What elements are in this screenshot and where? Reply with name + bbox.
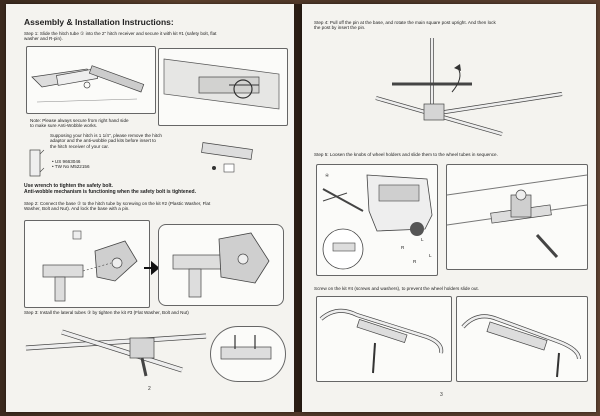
bolt-detail-drawing [220,335,272,360]
page-fold [294,4,302,412]
step3-text: Step 3: Install the lateral tubes ③ by t… [24,310,189,315]
wheel-holder-knob-drawing [446,174,588,259]
base-exploded-drawing [42,230,138,302]
r-pin-drawing [163,58,280,110]
screw-kit-text: Screw on the kit #4 (screws and washers)… [314,286,479,291]
screw-illustration-left [316,296,452,382]
step3-detail-circle [210,326,286,382]
screw-illustration-right [456,296,588,382]
wheel-holder-left-drawing [319,308,444,374]
supposing-text: Supposing your hitch is 1 1/4", please r… [50,133,162,149]
step5-text: Step 5: Loosen the knobs of wheel holder… [314,152,498,157]
label-l-second: L [429,253,432,258]
step1-illustration-hitch [26,46,156,114]
right-page: Step 4: Pull off the pin at the base, an… [302,4,596,412]
anti-wobble-pad-drawing [29,149,45,177]
step2-text: Step 2: Connect the base ② to the hitch … [24,201,211,212]
car-with-rack-drawing [322,174,433,270]
instructions-title: Assembly & Installation Instructions: [24,17,174,27]
hitch-adaptor-drawing [201,142,253,173]
wrench-warning: Use wrench to tighten the safety bolt. A… [24,183,196,195]
base-assembled-drawing [172,232,270,298]
step5-illustration-knob [446,164,588,270]
patent-list: • US 9663046 • TW No M522156 [52,159,90,170]
hitch-receiver-drawing [31,65,145,103]
wheel-holder-right-drawing [461,314,581,378]
label-r-second: R [413,259,417,264]
page-number-left: 2 [148,386,151,392]
step2-illustration-parts [24,220,150,308]
page-number-right: 3 [440,392,443,398]
note-text: Note: Please always secure from right ha… [30,118,129,129]
label-r-first: R [401,245,405,250]
left-page: Assembly & Installation Instructions: St… [6,4,294,412]
step2-illustration-assembled [158,224,284,306]
label-l-first: L [421,237,424,242]
step1-text: Step 1: Slide the hitch tube ① into the … [24,31,217,42]
lateral-tubes-drawing [25,329,207,377]
upright-post-drawing [375,38,563,136]
step4-text: Step 4: Pull off the pin at the base, an… [314,20,496,31]
arrow-right-icon [144,260,160,276]
callout-number: ④ [325,173,330,178]
step1-illustration-rpin [158,48,288,126]
step5-illustration-car: ④ R L R L [316,164,438,276]
